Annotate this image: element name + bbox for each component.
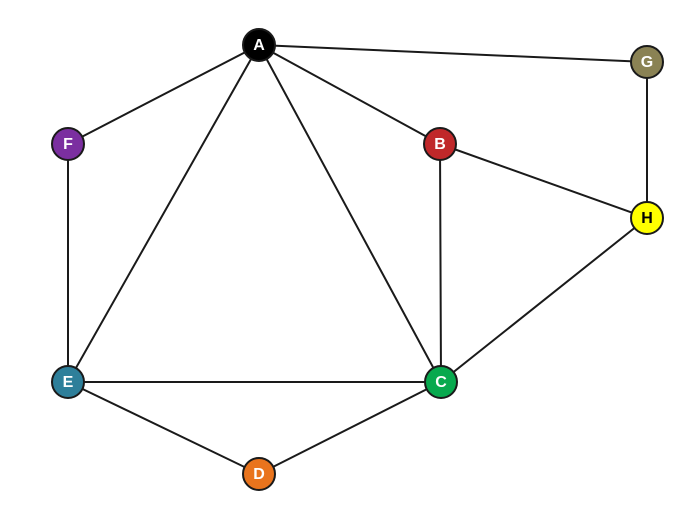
node-g-circle (630, 45, 664, 79)
node-h-circle (630, 201, 664, 235)
node-d-label: D (253, 466, 265, 483)
edge-a-e (67, 44, 260, 383)
edge-d-c (258, 381, 442, 475)
node-d: D (242, 457, 276, 491)
node-c-circle (424, 365, 458, 399)
node-f-label: F (63, 136, 73, 153)
edge-a-g (258, 44, 648, 63)
edge-a-b (258, 44, 441, 145)
edges-layer (67, 44, 648, 475)
node-e-circle (51, 365, 85, 399)
node-b-label: B (434, 136, 446, 153)
edge-a-f (67, 44, 260, 145)
node-a: A (242, 28, 276, 62)
edge-b-h (439, 143, 648, 219)
node-g-label: G (641, 54, 653, 71)
node-f: F (51, 127, 85, 161)
edge-e-d (67, 381, 260, 475)
nodes-layer: A B C D E F G H (51, 28, 664, 491)
edge-b-c (439, 143, 442, 383)
edge-h-c (440, 217, 648, 383)
node-e: E (51, 365, 85, 399)
node-e-label: E (63, 374, 74, 391)
node-h-label: H (641, 210, 653, 227)
node-c-label: C (435, 374, 447, 391)
node-b: B (423, 127, 457, 161)
node-h: H (630, 201, 664, 235)
node-a-circle (242, 28, 276, 62)
node-c: C (424, 365, 458, 399)
node-d-circle (242, 457, 276, 491)
node-f-circle (51, 127, 85, 161)
node-g: G (630, 45, 664, 79)
node-a-label: A (253, 37, 265, 54)
edge-a-c (258, 44, 442, 383)
node-b-circle (423, 127, 457, 161)
